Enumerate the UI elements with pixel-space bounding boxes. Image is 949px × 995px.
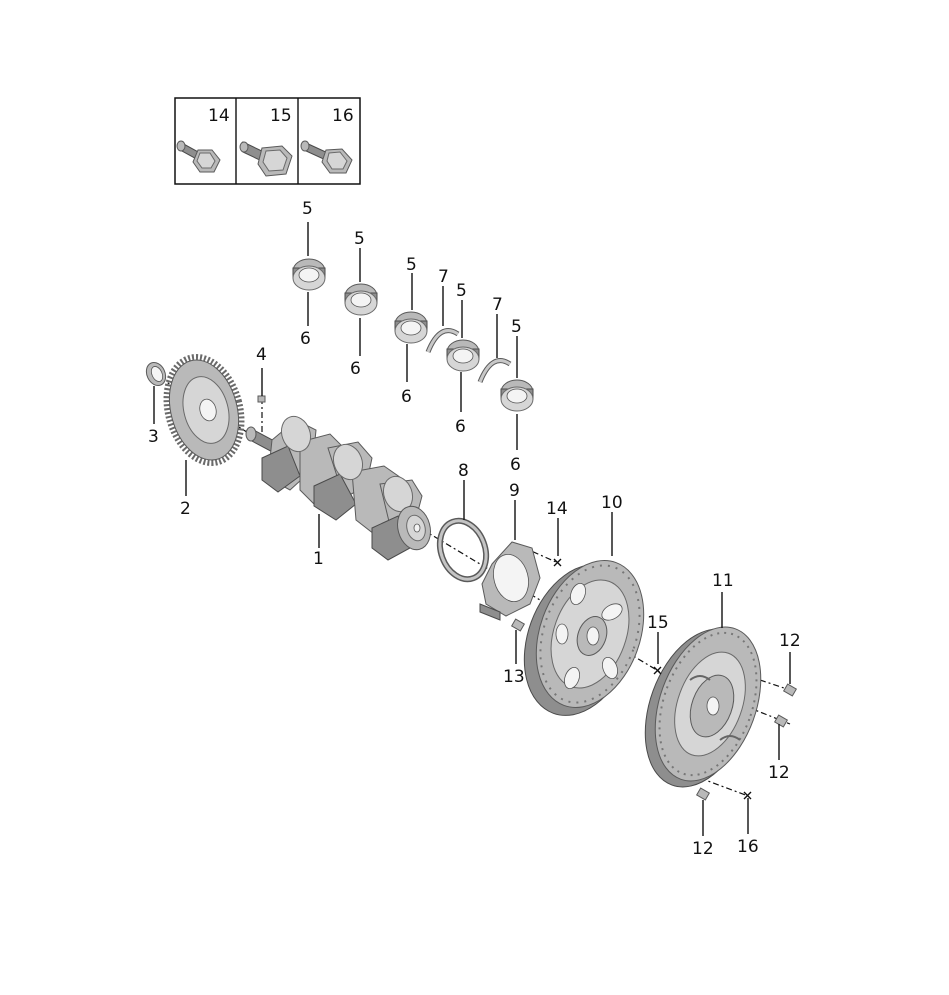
dowel-pin-part-13 (510, 618, 526, 632)
bolt-label-16: 16 (332, 106, 354, 126)
callout-2: 2 (180, 499, 191, 519)
callout-10: 10 (601, 493, 623, 513)
bearing-shell-pair-2 (344, 283, 378, 316)
callout-11: 11 (712, 571, 734, 591)
callout-9: 9 (509, 481, 520, 501)
callout-16: 16 (737, 837, 759, 857)
callout-5a: 5 (302, 199, 313, 219)
thrust-washer-part-3 (145, 361, 167, 387)
callout-6c: 6 (401, 387, 412, 407)
leader-lines (153, 222, 791, 836)
dowel-pins-part-12 (695, 683, 798, 801)
callout-5e: 5 (511, 317, 522, 337)
callout-14: 14 (546, 499, 568, 519)
callout-5c: 5 (406, 255, 417, 275)
main-bearing-shells-5-6 (292, 258, 534, 412)
thrust-half-rings-part-7 (425, 328, 512, 383)
callout-12b: 12 (768, 763, 790, 783)
callout-12c: 12 (692, 839, 714, 859)
callout-4: 4 (256, 345, 267, 365)
callout-8: 8 (458, 461, 469, 481)
callout-15: 15 (647, 613, 669, 633)
bolt-14-icon (176, 140, 221, 173)
seal-carrier-part-9 (479, 541, 541, 621)
bolt-label-14: 14 (208, 106, 230, 126)
callout-7b: 7 (492, 295, 503, 315)
clutch-part-11 (644, 626, 762, 788)
callout-13: 13 (503, 667, 525, 687)
callout-1: 1 (313, 549, 324, 569)
bolt-legend-box: 14 15 16 (174, 97, 361, 185)
bolt-15-icon (239, 141, 293, 177)
seal-ring-part-8 (436, 517, 490, 583)
callout-6b: 6 (350, 359, 361, 379)
callout-5b: 5 (354, 229, 365, 249)
bearing-shell-pair-5 (500, 379, 534, 412)
crankshaft-part-1 (245, 415, 431, 561)
callout-5d: 5 (456, 281, 467, 301)
callout-labels: 1 2 3 4 5 5 5 5 5 6 6 6 6 6 7 7 8 9 10 1… (148, 199, 801, 859)
callout-7a: 7 (438, 267, 449, 287)
callout-6e: 6 (510, 455, 521, 475)
bearing-shell-pair-3 (394, 311, 428, 344)
bearing-shell-pair-1 (292, 258, 326, 291)
bearing-shell-pair-4 (446, 339, 480, 372)
bolt-label-15: 15 (270, 106, 292, 126)
callout-6d: 6 (455, 417, 466, 437)
flywheel-part-10 (523, 560, 645, 716)
bolt-16-icon (300, 140, 353, 174)
trigger-wheel-part-2 (163, 354, 245, 466)
callout-6a: 6 (300, 329, 311, 349)
woodruff-key-part-4 (257, 395, 266, 403)
callout-12a: 12 (779, 631, 801, 651)
callout-3: 3 (148, 427, 159, 447)
